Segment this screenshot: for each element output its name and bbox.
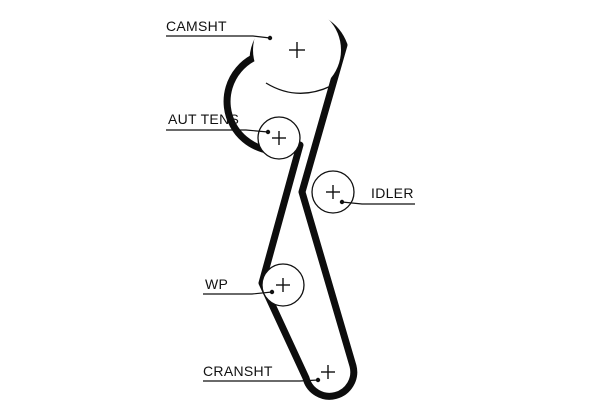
idler-pulley [311,170,355,214]
crankshaft-pulley [309,353,347,391]
water-pump-label: WP [205,276,228,292]
auto-tensioner-pulley [257,116,301,160]
crankshaft-label: CRANSHT [203,363,273,379]
camshaft-callout: CAMSHT [166,18,273,41]
water-pump-callout: WP [203,276,275,295]
idler-callout: IDLER [339,185,415,205]
crankshaft-callout: CRANSHT [203,363,321,383]
idler-label: IDLER [371,185,414,201]
camshaft-label: CAMSHT [166,18,227,34]
auto-tensioner-callout: AUT TENS [166,111,271,135]
auto-tensioner-label: AUT TENS [168,111,239,127]
water-pump-pulley [261,263,305,307]
camshaft-pulley [253,6,341,94]
